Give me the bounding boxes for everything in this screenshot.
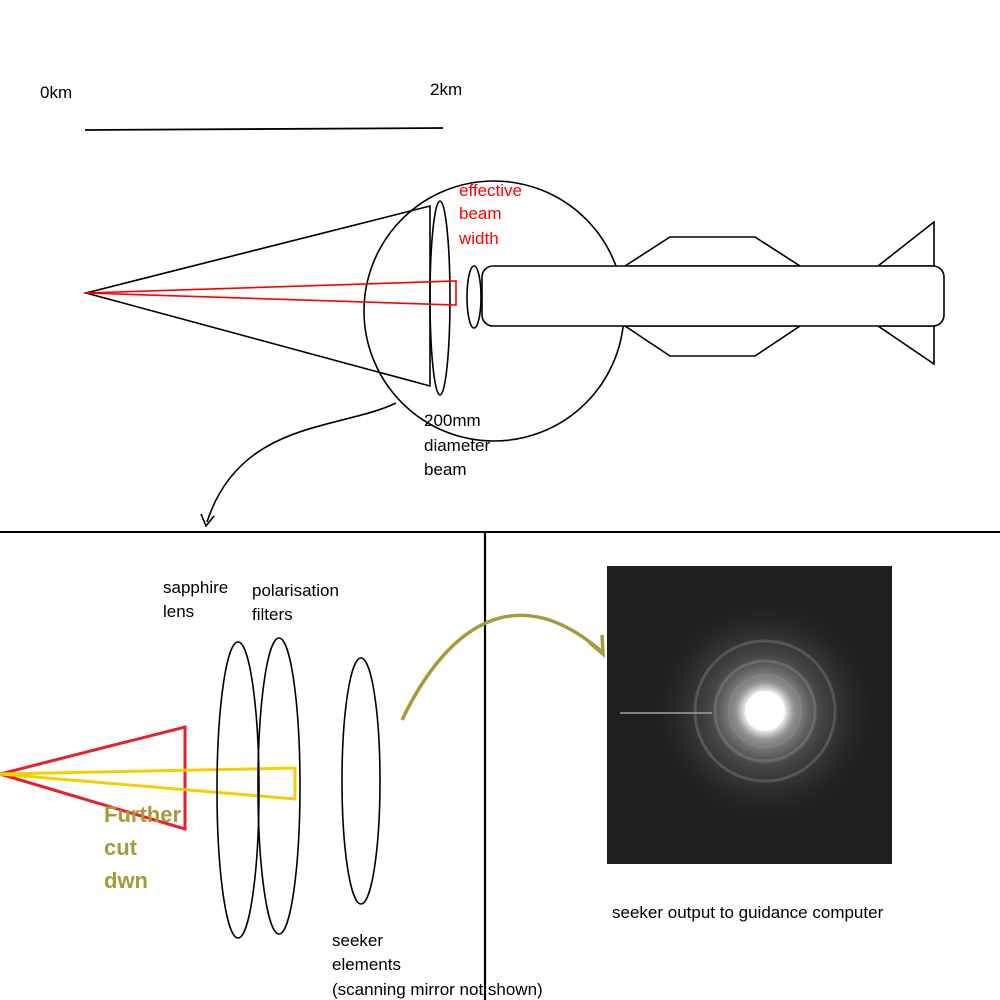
diffraction-ring-middle bbox=[713, 659, 817, 763]
seeker-output-label: seeker output to guidance computer bbox=[612, 903, 884, 922]
scale-end-label: 2km bbox=[430, 80, 462, 99]
missile-wing-bottom bbox=[622, 325, 803, 357]
seeker-elements-label: seeker elements (scanning mirror not sho… bbox=[332, 931, 543, 999]
zoom-arrow bbox=[206, 402, 397, 523]
seeker-element bbox=[341, 657, 381, 905]
small-lens bbox=[466, 265, 482, 329]
diffraction-ring-inner bbox=[728, 674, 802, 748]
scale-line bbox=[84, 127, 444, 131]
seeker-output-image: seeker output to guidance computer bbox=[607, 566, 892, 922]
missile-body bbox=[481, 265, 945, 327]
missile-tail-bottom bbox=[875, 325, 935, 366]
polarisation-filters-label: polarisation filters bbox=[252, 581, 344, 624]
sapphire-lens-label: sapphire lens bbox=[163, 578, 233, 621]
sapphire-lens bbox=[216, 641, 260, 939]
output-arrow bbox=[400, 613, 604, 721]
missile-wing-top bbox=[622, 236, 803, 267]
missile-tail-top bbox=[875, 220, 935, 267]
effective-beam-label: effective beam width bbox=[458, 181, 527, 248]
beam-cone bbox=[82, 204, 431, 388]
distance-scale: 0km 2km bbox=[40, 80, 462, 131]
beam-overview: effective beam width 200mm diameter beam bbox=[82, 180, 945, 528]
output-arrow-head bbox=[587, 634, 605, 658]
further-cut-label: Further cut dwn bbox=[104, 802, 187, 893]
yellow-beam bbox=[0, 766, 297, 801]
beam-diameter-label: 200mm diameter beam bbox=[424, 411, 495, 479]
effective-beam bbox=[85, 280, 457, 306]
optics-detail: sapphire lens polarisation filters Furth… bbox=[0, 578, 605, 999]
scale-start-label: 0km bbox=[40, 83, 72, 102]
diffraction-ring-outer bbox=[693, 639, 837, 783]
sensor-hotspot bbox=[745, 691, 785, 731]
front-lens bbox=[429, 200, 451, 396]
polarisation-filter bbox=[257, 637, 301, 935]
zoom-arrow-head bbox=[200, 513, 215, 528]
red-cone bbox=[0, 725, 187, 832]
